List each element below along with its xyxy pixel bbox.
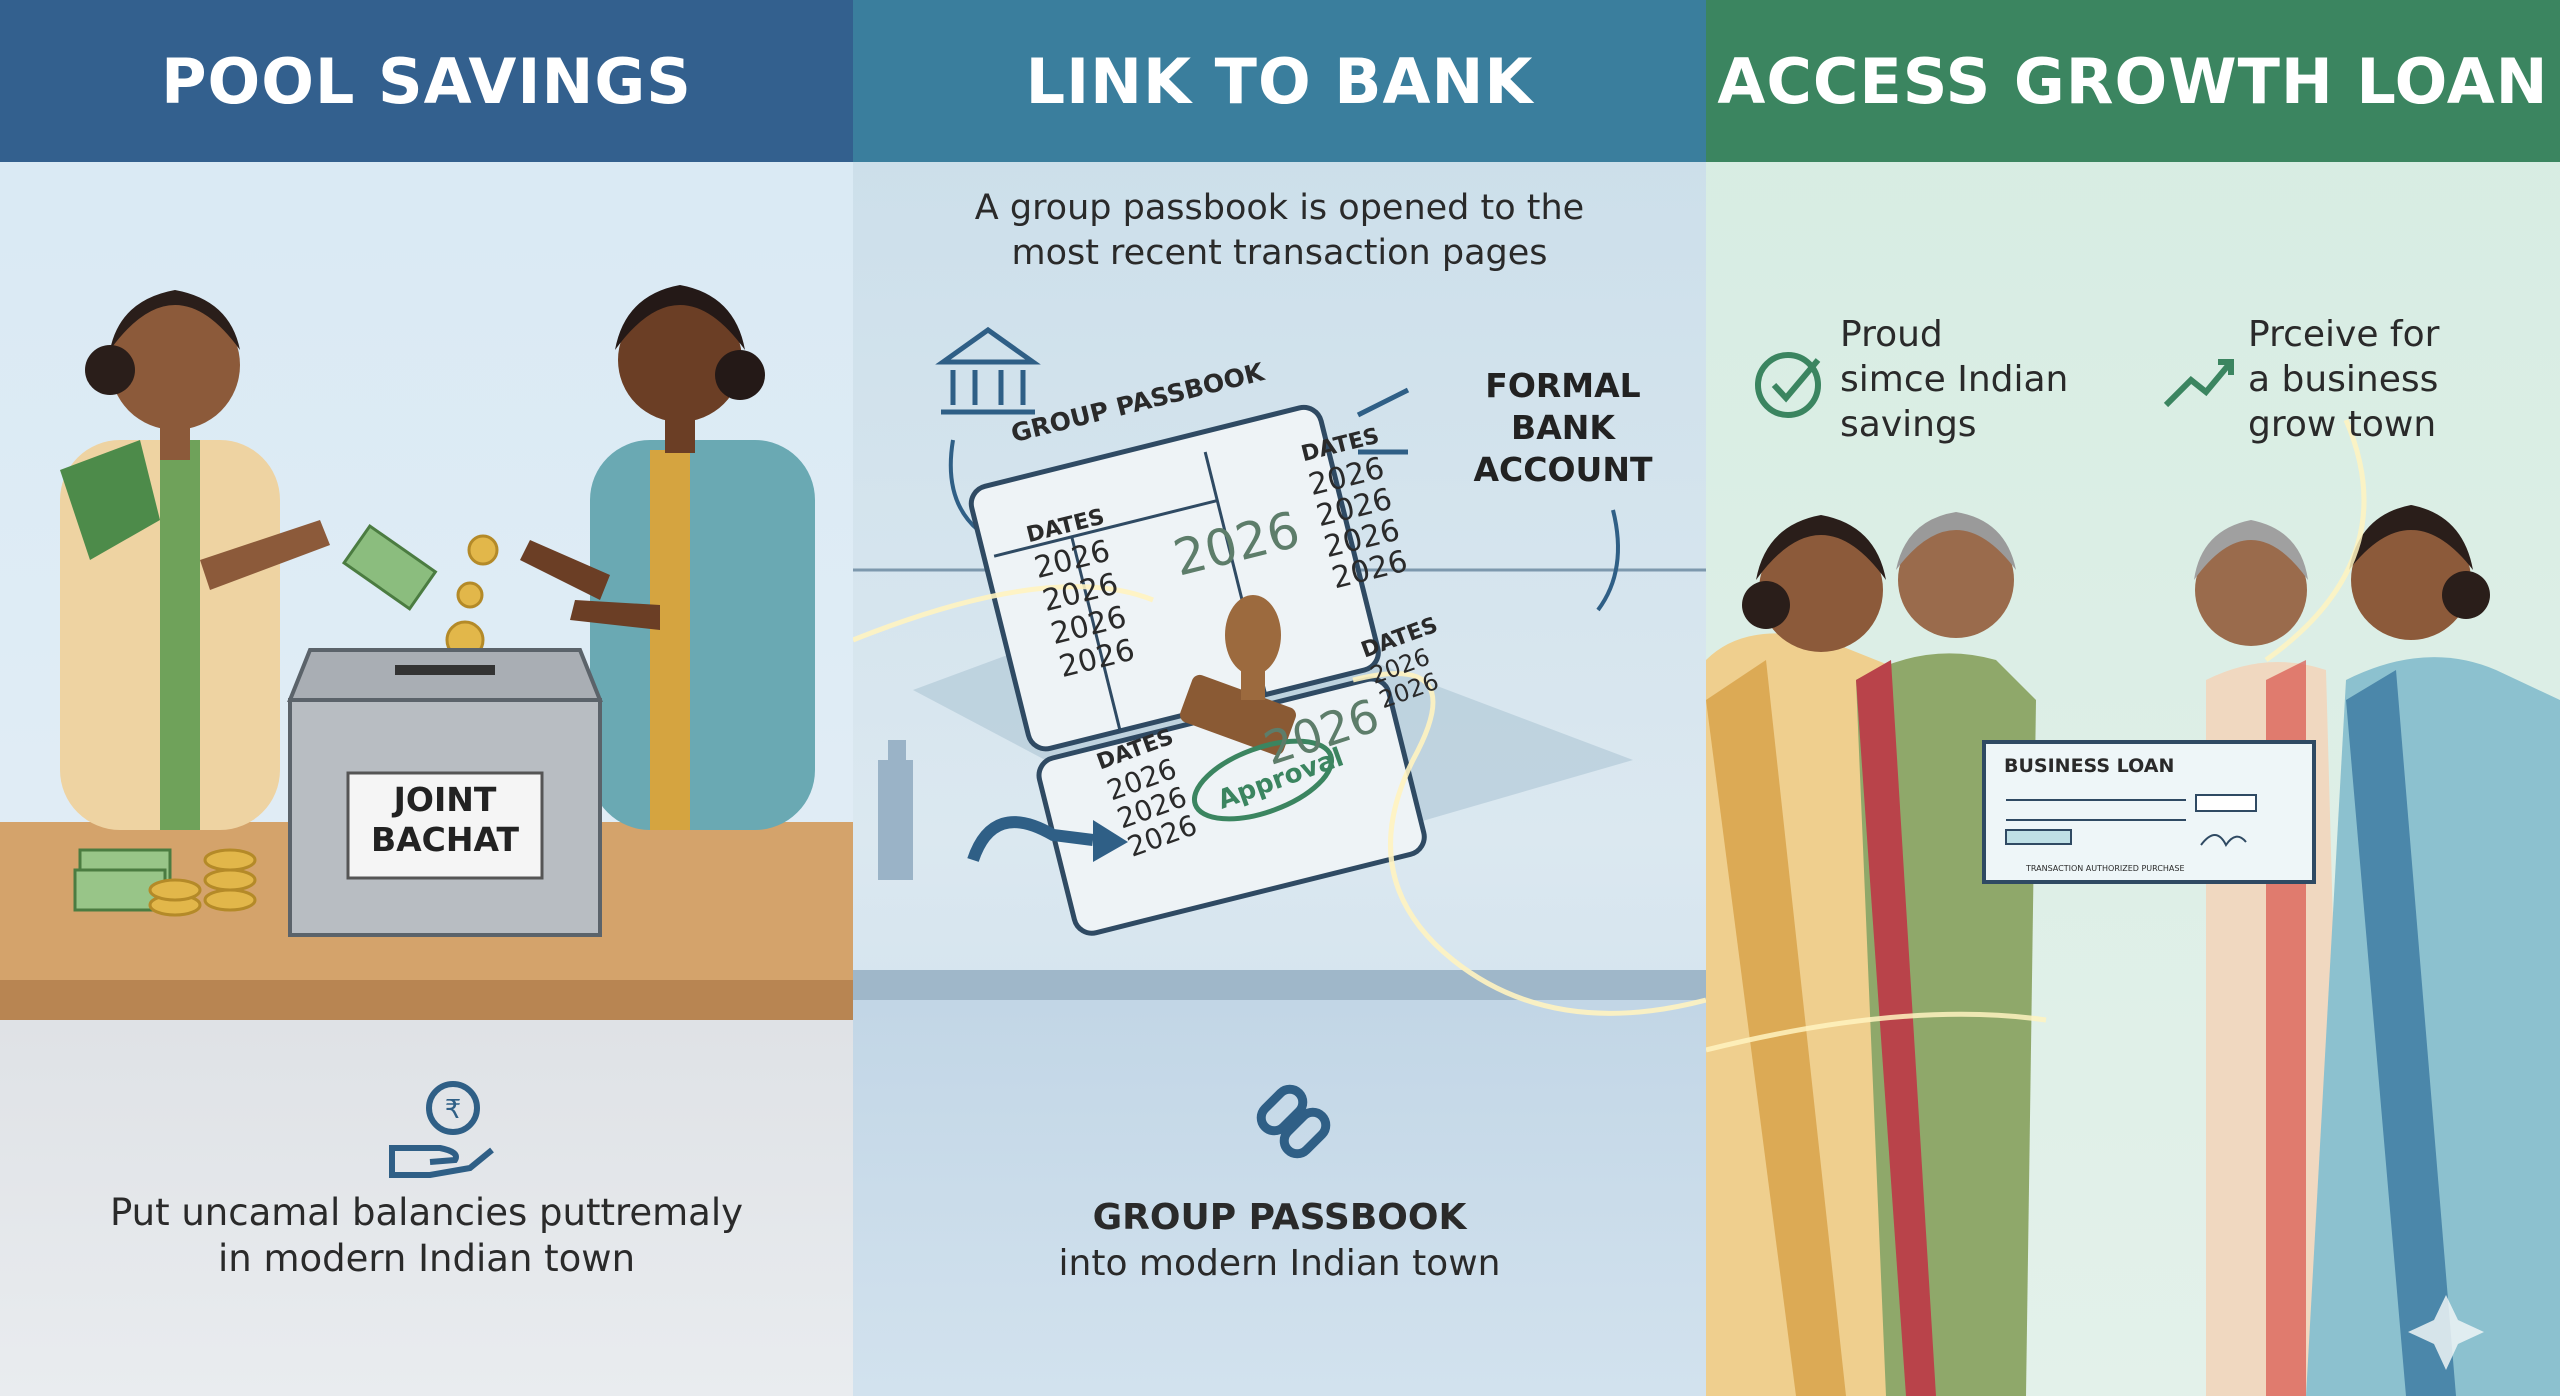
left-note: Proud simce Indian savings [1840, 314, 2069, 445]
woman-2 [1856, 512, 2036, 1396]
box-label: JOINT BACHAT [370, 780, 520, 859]
bank-icon [935, 326, 1041, 415]
woman-4 [2306, 505, 2560, 1396]
link-icon [1256, 1084, 1331, 1159]
caption: Put uncamal balancies puttremaly in mode… [109, 1191, 744, 1280]
intro-text: A group passbook is opened to the most r… [974, 188, 1585, 273]
panel-access-growth-loan: ACCESS GROWTH LOAN [1706, 0, 2560, 1396]
panel-link-to-bank: LINK TO BANK [853, 0, 1706, 1396]
check-circle-icon [1755, 352, 1821, 418]
rupee-hand-icon [389, 1081, 494, 1178]
woman-right [520, 285, 815, 830]
svg-text:₹: ₹ [445, 1095, 462, 1125]
sparkle-icon [2408, 1295, 2484, 1370]
right-note: Prceive for a business grow town [2248, 314, 2440, 445]
panel-title: ACCESS GROWTH LOAN [1706, 0, 2560, 162]
panel-pool-savings: POOL SAVINGS [0, 0, 853, 1396]
woman-left [60, 290, 330, 830]
floor-area [0, 1020, 853, 1396]
caption: GROUP PASSBOOK into modern Indian town [1058, 1197, 1501, 1284]
link-to-bank-illustration [853, 326, 1706, 1159]
trend-up-icon [2163, 359, 2234, 408]
floor-area [853, 1000, 1706, 1396]
formal-bank-account-label: FORMAL BANK ACCOUNT [1473, 366, 1653, 489]
panel-title: POOL SAVINGS [0, 0, 853, 162]
panel-title: LINK TO BANK [853, 0, 1706, 162]
cheque-title: BUSINESS LOAN [2004, 755, 2175, 777]
pool-savings-illustration: ₹ [0, 285, 853, 1178]
cheque-footer: TRANSACTION AUTHORIZED PURCHASE [2026, 864, 2185, 873]
growth-loan-illustration [1706, 352, 2560, 1396]
